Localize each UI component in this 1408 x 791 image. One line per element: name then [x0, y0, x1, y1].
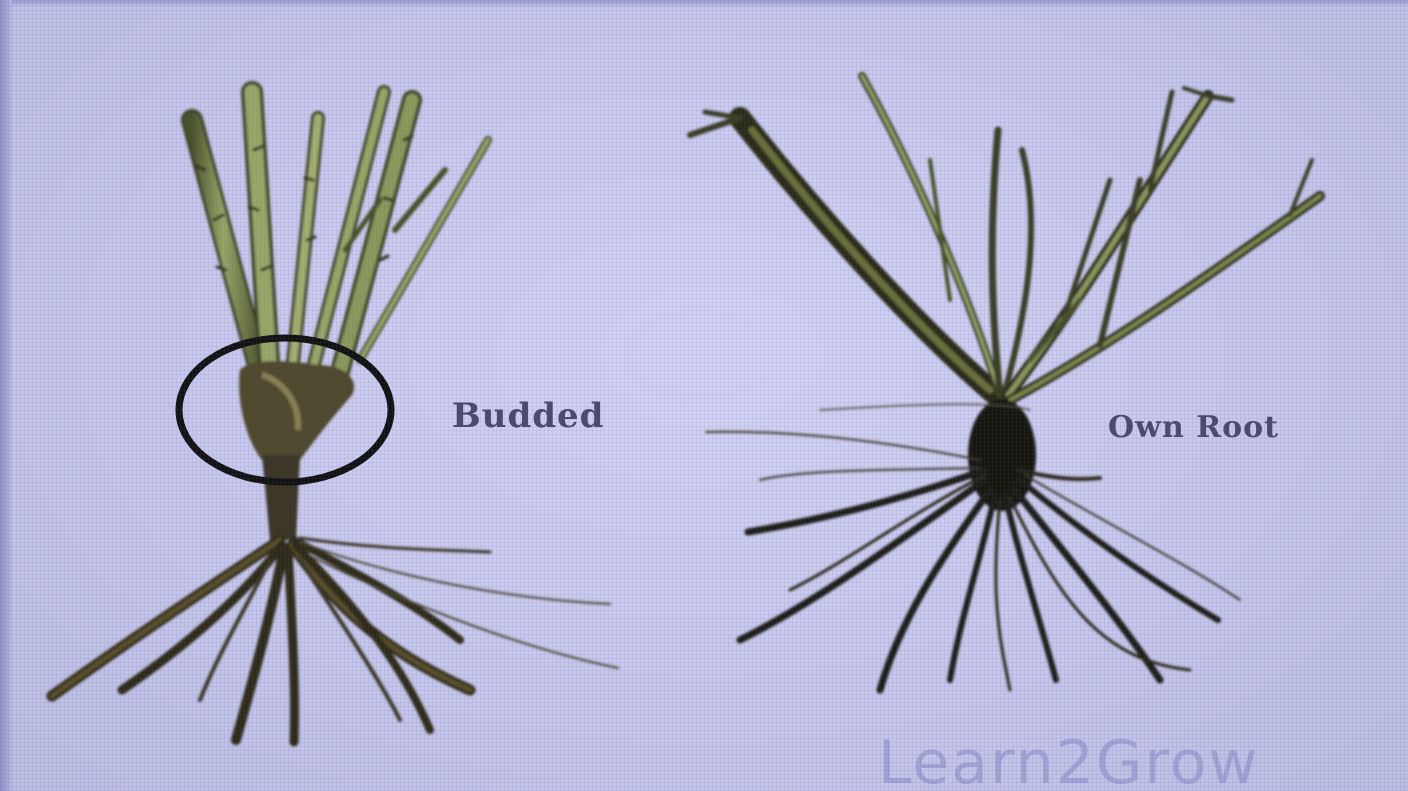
label-own-root: Own Root: [1108, 410, 1279, 445]
own-root-plant: [690, 76, 1320, 690]
own-root-canes: [690, 76, 1320, 400]
watermark-logo: Learn2Grow: [878, 728, 1260, 791]
budded-canes: [192, 92, 488, 380]
label-budded: Budded: [452, 396, 604, 436]
budded-roots: [52, 538, 618, 742]
own-root-crown: [968, 399, 1036, 511]
